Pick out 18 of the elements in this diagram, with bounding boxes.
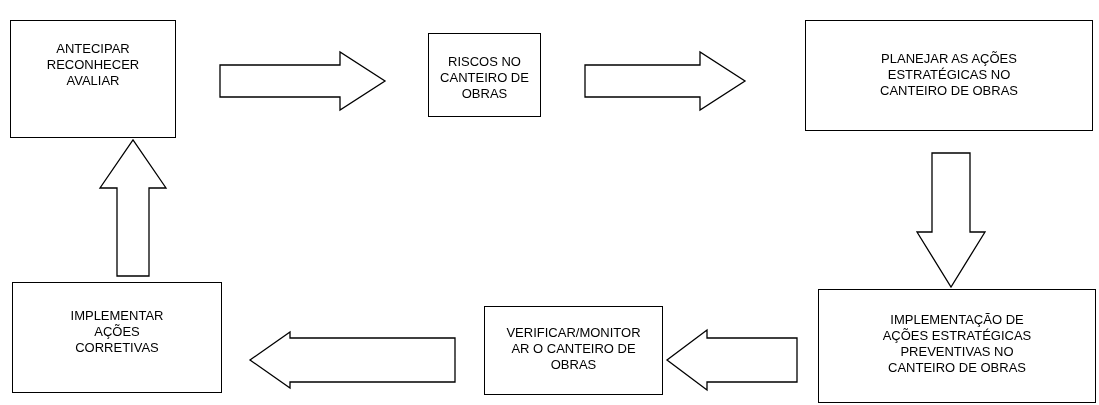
block-arrow xyxy=(584,50,747,112)
process-box xyxy=(10,20,176,138)
box-text: IMPLEMENTAÇÃO DE AÇÕES ESTRATÉGICAS PREVENTIVAS NO CANTEIRO DE OBRAS xyxy=(882,312,1032,376)
box-text: PLANEJAR AS AÇÕES ESTRATÉGICAS NO CANTEIRO DE OBRAS xyxy=(879,51,1019,99)
block-arrow xyxy=(98,138,168,277)
block-arrow xyxy=(219,50,387,112)
block-arrow xyxy=(665,328,798,392)
process-box xyxy=(818,289,1096,403)
process-box xyxy=(484,306,663,395)
block-arrow xyxy=(915,152,987,289)
box-text: VERIFICAR/MONITORAR O CANTEIRO DE OBRAS xyxy=(505,325,642,373)
process-box xyxy=(805,20,1093,131)
box-text: RISCOS NO CANTEIRO DE OBRAS xyxy=(439,54,530,102)
box-text: IMPLEMENTAR AÇÕES CORRETIVAS xyxy=(69,308,165,356)
process-box xyxy=(12,282,222,393)
block-arrow xyxy=(248,330,456,390)
box-text: ANTECIPAR RECONHECER AVALIAR xyxy=(45,41,141,89)
process-box xyxy=(428,33,541,117)
